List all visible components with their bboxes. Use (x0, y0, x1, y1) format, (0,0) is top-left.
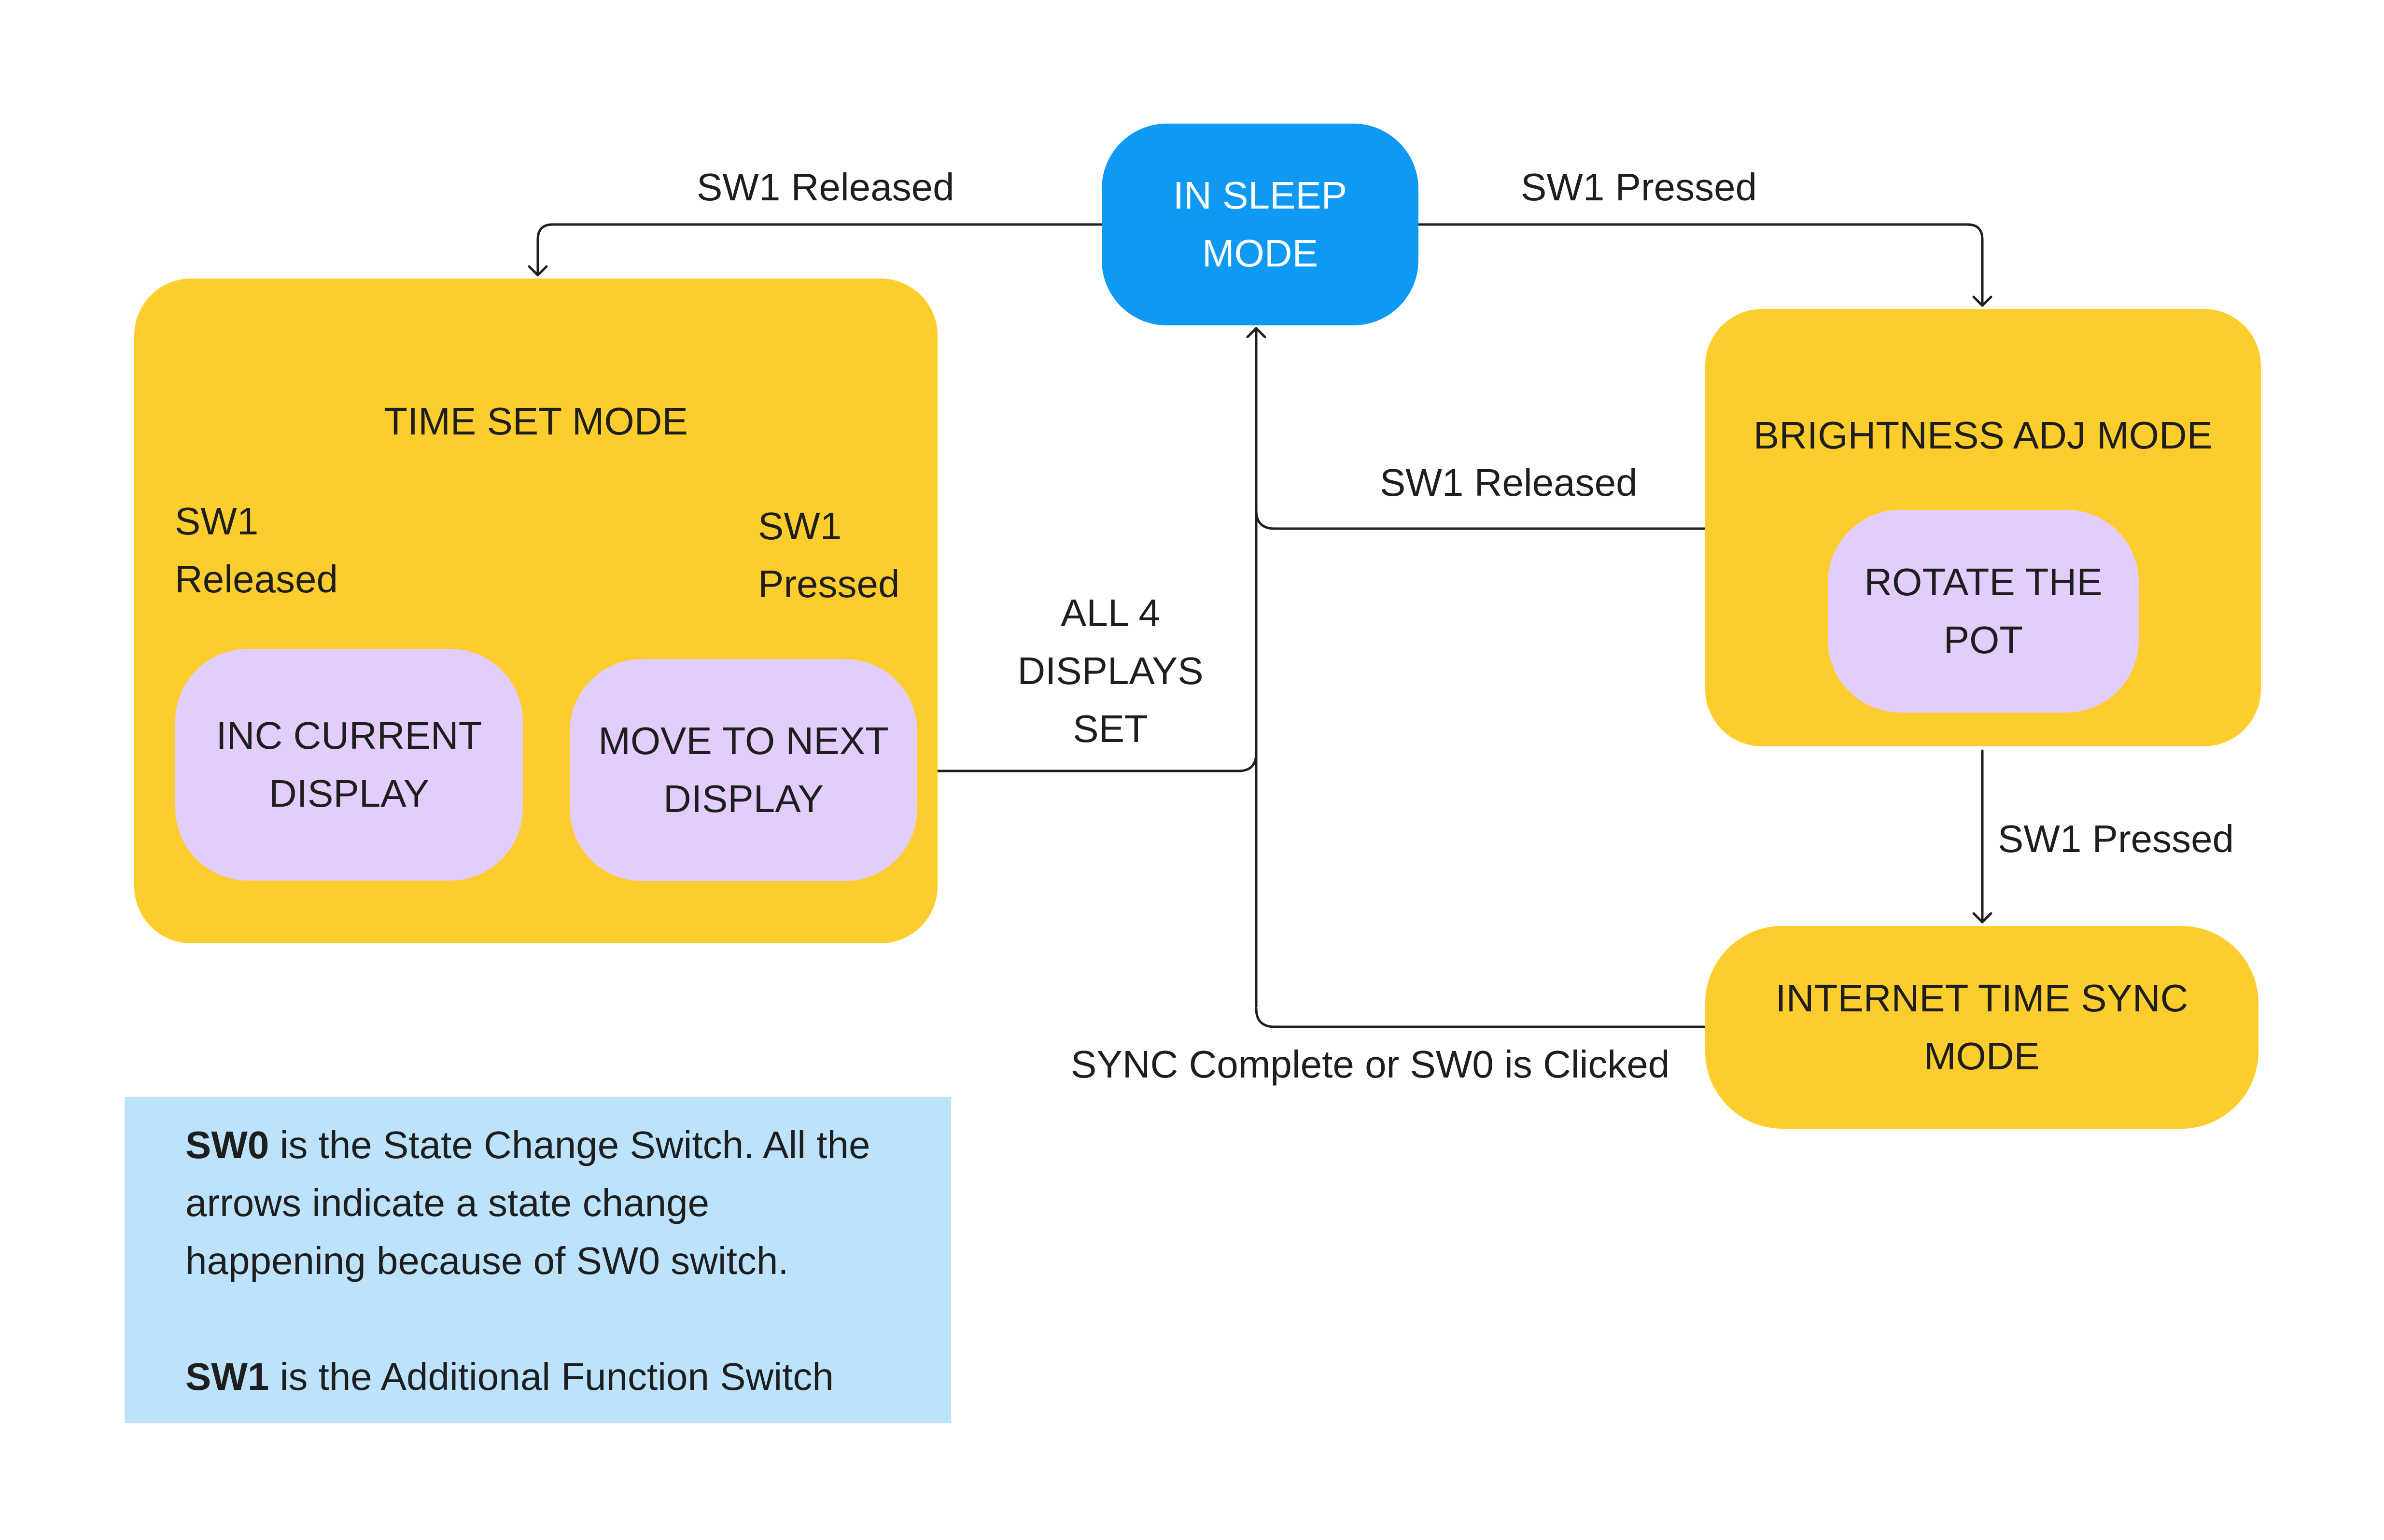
arrow-sync-to-sleep (1255, 1007, 1706, 1028)
move-to-next-display-label: MOVE TO NEXT DISPLAY (598, 719, 889, 820)
arrowhead-timeset (528, 265, 548, 277)
internet-time-sync-mode-label: INTERNET TIME SYNC MODE (1775, 977, 2188, 1078)
legend-spacer (185, 1290, 951, 1348)
arrowhead-sync (1972, 912, 1992, 924)
label-sleep-to-brightness: SW1 Pressed (1521, 166, 1757, 209)
legend-sw0-line-1: SW0 is the State Change Switch. All the (185, 1116, 951, 1174)
arrowhead-brightness (1972, 295, 1992, 307)
arrow-sleep-to-timeset (536, 223, 1103, 277)
move-to-next-display-state[interactable]: MOVE TO NEXT DISPLAY (570, 659, 917, 881)
label-move-to-inc-line-2: Released (175, 558, 338, 601)
legend-sw1-text: is the Additional Function Switch (269, 1355, 834, 1398)
label-sleep-to-timeset: SW1 Released (697, 166, 954, 209)
arrowhead-sleep (1246, 327, 1266, 338)
label-all-displays-set: ALL 4 DISPLAYS SET (985, 584, 1236, 758)
label-sync-to-sleep: SYNC Complete or SW0 is Clicked (1071, 1043, 1670, 1086)
legend-sw0-line-2: arrows indicate a state change (185, 1181, 710, 1224)
arrow-brightness-to-sleep (1255, 509, 1706, 530)
legend-sw1-line: SW1 is the Additional Function Switch (185, 1348, 951, 1406)
label-inc-to-move-line-2: Pressed (758, 562, 900, 605)
internet-time-sync-mode-state[interactable]: INTERNET TIME SYNC MODE (1705, 926, 2258, 1129)
label-all-displays-set-line-3: SET (1073, 707, 1148, 750)
time-set-mode-title: TIME SET MODE (384, 400, 688, 443)
legend-sw0-key: SW0 (185, 1123, 269, 1166)
inc-current-display-state[interactable]: INC CURRENT DISPLAY (175, 649, 523, 881)
arrow-sleep-to-brightness (1417, 223, 1984, 307)
label-move-to-inc: SW1 Released (175, 492, 338, 608)
label-brightness-to-sleep: SW1 Released (1380, 461, 1638, 504)
in-sleep-mode-state[interactable]: IN SLEEP MODE (1102, 124, 1418, 325)
legend-sw0-line-3: happening because of SW0 switch. (185, 1239, 789, 1282)
label-all-displays-set-line-1: ALL 4 (1060, 591, 1161, 634)
legend-sw0-text-1: is the State Change Switch. All the (269, 1123, 870, 1166)
legend-note: SW0 is the State Change Switch. All the … (125, 1097, 951, 1423)
rotate-the-pot-state[interactable]: ROTATE THE POT (1828, 510, 2139, 713)
label-all-displays-set-line-2: DISPLAYS (1017, 649, 1204, 692)
label-move-to-inc-line-1: SW1 (175, 500, 259, 543)
rotate-the-pot-label: ROTATE THE POT (1864, 560, 2103, 661)
label-inc-to-move-line-1: SW1 (758, 504, 842, 547)
inc-current-display-label: INC CURRENT DISPLAY (216, 714, 482, 815)
label-inc-to-move: SW1 Pressed (758, 497, 899, 613)
brightness-adj-mode-title: BRIGHTNESS ADJ MODE (1753, 414, 2213, 457)
label-brightness-to-sync: SW1 Pressed (1998, 817, 2234, 860)
legend-sw1-key: SW1 (185, 1355, 269, 1398)
in-sleep-mode-label: IN SLEEP MODE (1173, 174, 1347, 275)
arrow-timeset-to-sleep (920, 752, 1258, 772)
